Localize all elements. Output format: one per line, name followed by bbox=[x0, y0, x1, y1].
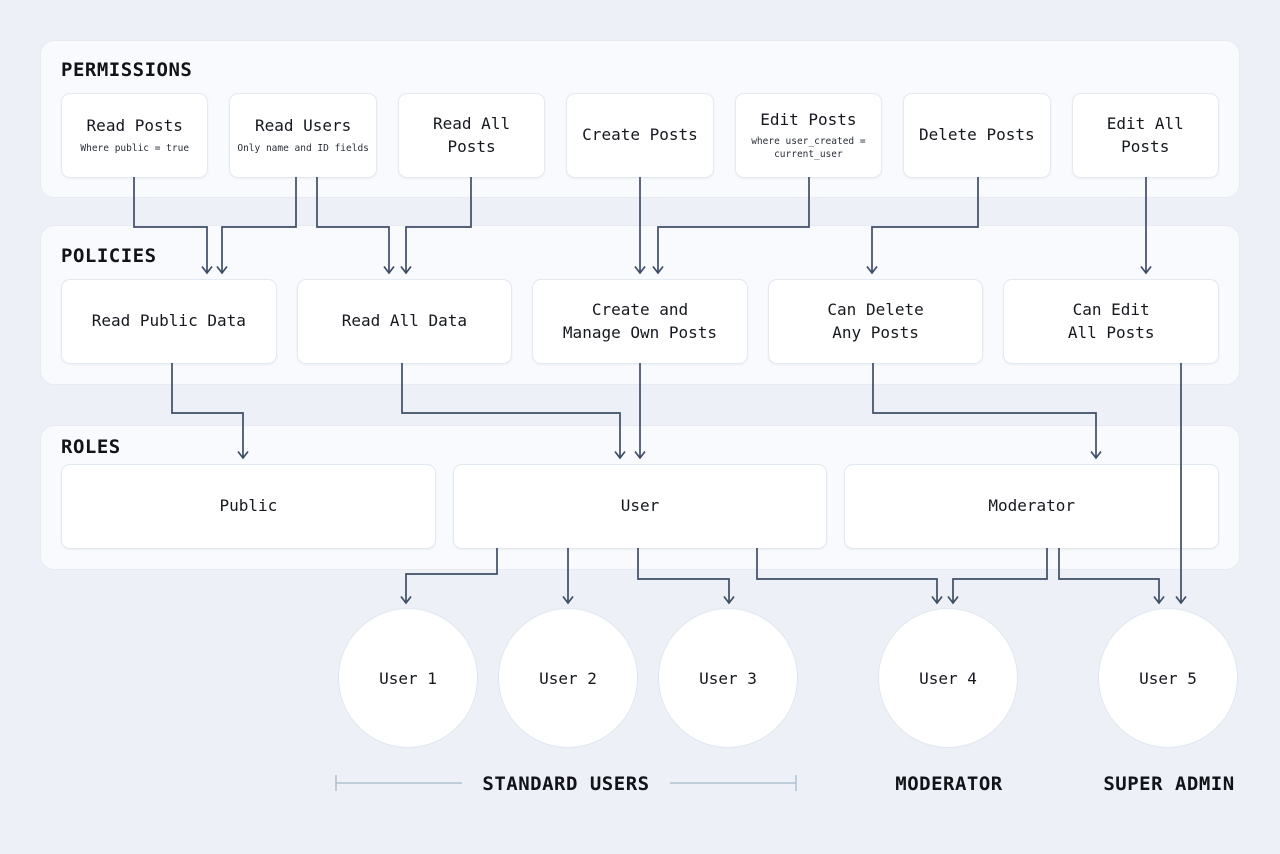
node-subtitle: Where public = true bbox=[80, 142, 190, 154]
group-label-moderator: MODERATOR bbox=[895, 773, 1003, 795]
user-circle-4: User 4 bbox=[878, 608, 1018, 748]
node-title: Can Edit All Posts bbox=[1067, 300, 1155, 342]
user-label: User 5 bbox=[1139, 668, 1197, 688]
role-node-user: User bbox=[452, 464, 828, 549]
node-title: Edit All Posts bbox=[1106, 114, 1184, 156]
node-title: Read All Data bbox=[341, 311, 467, 331]
permission-node-read-users: Read Users Only name and ID fields bbox=[229, 93, 377, 178]
node-title: User bbox=[620, 496, 660, 516]
policies-row: Read Public Data Read All Data Create an… bbox=[61, 279, 1219, 364]
node-title: Read Public Data bbox=[91, 311, 246, 331]
group-label-standard-users: STANDARD USERS bbox=[482, 773, 650, 795]
roles-section: ROLES Public User Moderator bbox=[40, 425, 1240, 570]
node-title: Create and Manage Own Posts bbox=[562, 300, 718, 342]
permission-node-read-all-posts: Read All Posts bbox=[397, 93, 546, 178]
user-label: User 2 bbox=[539, 668, 597, 688]
permissions-heading: PERMISSIONS bbox=[61, 59, 193, 81]
policy-node-read-public-data: Read Public Data bbox=[61, 279, 277, 364]
node-title: Read Posts bbox=[86, 116, 183, 136]
user-circle-3: User 3 bbox=[658, 608, 798, 748]
policies-section: POLICIES Read Public Data Read All Data … bbox=[40, 225, 1240, 385]
node-title: Delete Posts bbox=[919, 125, 1035, 145]
node-title: Edit Posts bbox=[760, 109, 857, 129]
node-title: Read All Posts bbox=[433, 114, 511, 156]
node-subtitle: where user_created = current_user bbox=[751, 136, 866, 161]
policy-node-can-delete-any-posts: Can Delete Any Posts bbox=[767, 279, 984, 364]
permission-node-create-posts: Create Posts bbox=[566, 93, 714, 178]
user-label: User 4 bbox=[919, 668, 977, 688]
permissions-row: Read Posts Where public = true Read User… bbox=[61, 93, 1219, 178]
node-title: Create Posts bbox=[582, 125, 698, 145]
role-node-public: Public bbox=[61, 464, 436, 549]
group-label-super-admin: SUPER ADMIN bbox=[1103, 773, 1235, 795]
policy-node-read-all-data: Read All Data bbox=[296, 279, 513, 364]
user-label: User 3 bbox=[699, 668, 757, 688]
node-title: Can Delete Any Posts bbox=[827, 300, 924, 342]
user-label: User 1 bbox=[379, 668, 437, 688]
role-node-moderator: Moderator bbox=[844, 464, 1220, 549]
policy-node-create-manage-own-posts: Create and Manage Own Posts bbox=[532, 279, 748, 364]
permissions-section: PERMISSIONS Read Posts Where public = tr… bbox=[40, 40, 1240, 198]
roles-row: Public User Moderator bbox=[61, 464, 1220, 549]
policy-node-can-edit-all-posts: Can Edit All Posts bbox=[1003, 279, 1219, 364]
permission-node-edit-posts: Edit Posts where user_created = current_… bbox=[734, 93, 883, 178]
node-title: Read Users bbox=[254, 116, 352, 136]
user-circle-1: User 1 bbox=[338, 608, 478, 748]
user-circle-5: User 5 bbox=[1098, 608, 1238, 748]
node-title: Moderator bbox=[988, 496, 1076, 516]
permission-node-delete-posts: Delete Posts bbox=[903, 93, 1051, 178]
roles-heading: ROLES bbox=[61, 436, 121, 458]
node-subtitle: Only name and ID fields bbox=[237, 142, 369, 154]
node-title: Public bbox=[219, 496, 278, 516]
policies-heading: POLICIES bbox=[61, 245, 157, 267]
permission-node-read-posts: Read Posts Where public = true bbox=[61, 93, 209, 178]
user-circle-2: User 2 bbox=[498, 608, 638, 748]
permission-node-edit-all-posts: Edit All Posts bbox=[1071, 93, 1219, 178]
